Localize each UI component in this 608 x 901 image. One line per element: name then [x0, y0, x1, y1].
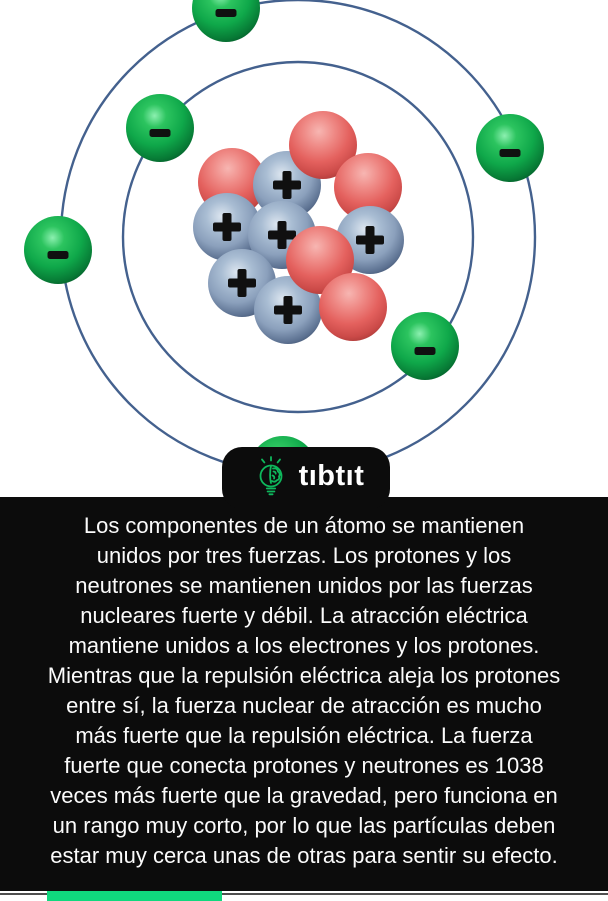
brand-tab[interactable]: tıbtıt [222, 447, 390, 509]
paragraph-line: mantiene unidos a los electrones y los p… [68, 633, 540, 658]
paragraph-line: Los componentes de un átomo se mantienen [83, 513, 525, 538]
electron-sphere [192, 0, 260, 42]
paragraph-line: nucleares fuerte y débil. La atracción e… [80, 603, 528, 628]
electron-sphere [476, 114, 544, 182]
atom-diagram [24, 0, 544, 497]
brand-wordmark: tıbtıt [298, 459, 365, 492]
neutron-sphere [319, 273, 387, 341]
plus-sign [222, 213, 232, 241]
progress-strip [0, 891, 608, 901]
electron-sphere [391, 312, 459, 380]
description-panel: Los componentes de un átomo se mantienen… [0, 497, 608, 891]
paragraph-line: veces más fuerte que la gravedad, pero f… [50, 783, 558, 808]
paragraph-line: Mientras que la repulsión eléctrica alej… [47, 663, 561, 688]
neutron-sphere [334, 153, 402, 221]
minus-sign [215, 9, 237, 17]
electron-sphere [24, 216, 92, 284]
plus-sign [282, 171, 292, 199]
paragraph-line: fuerte que conecta protones y neutrones … [64, 753, 544, 778]
minus-sign [149, 129, 171, 137]
minus-sign [47, 251, 69, 259]
lightbulb-brain-icon [259, 456, 282, 496]
minus-sign [499, 149, 521, 157]
paragraph-line: estar muy cerca unas de otras para senti… [50, 843, 558, 868]
orbit-ring [121, 60, 475, 414]
plus-sign [365, 226, 375, 254]
plus-sign [283, 296, 293, 324]
progress-bar-fill [47, 891, 222, 901]
progress-track [0, 893, 608, 895]
plus-sign [277, 221, 287, 249]
paragraph-line: unidos por tres fuerzas. Los protones y … [96, 543, 512, 568]
paragraph-line: entre sí, la fuerza nuclear de atracción… [66, 693, 542, 718]
neutron-sphere [289, 111, 357, 179]
electron-sphere [126, 94, 194, 162]
paragraph-line: neutrones se mantienen unidos por las fu… [75, 573, 533, 598]
paragraph-line: un rango muy corto, por lo que las partí… [52, 813, 556, 838]
paragraph-line: más fuerte que la repulsión eléctrica. L… [75, 723, 533, 748]
minus-sign [414, 347, 436, 355]
plus-sign [237, 269, 247, 297]
